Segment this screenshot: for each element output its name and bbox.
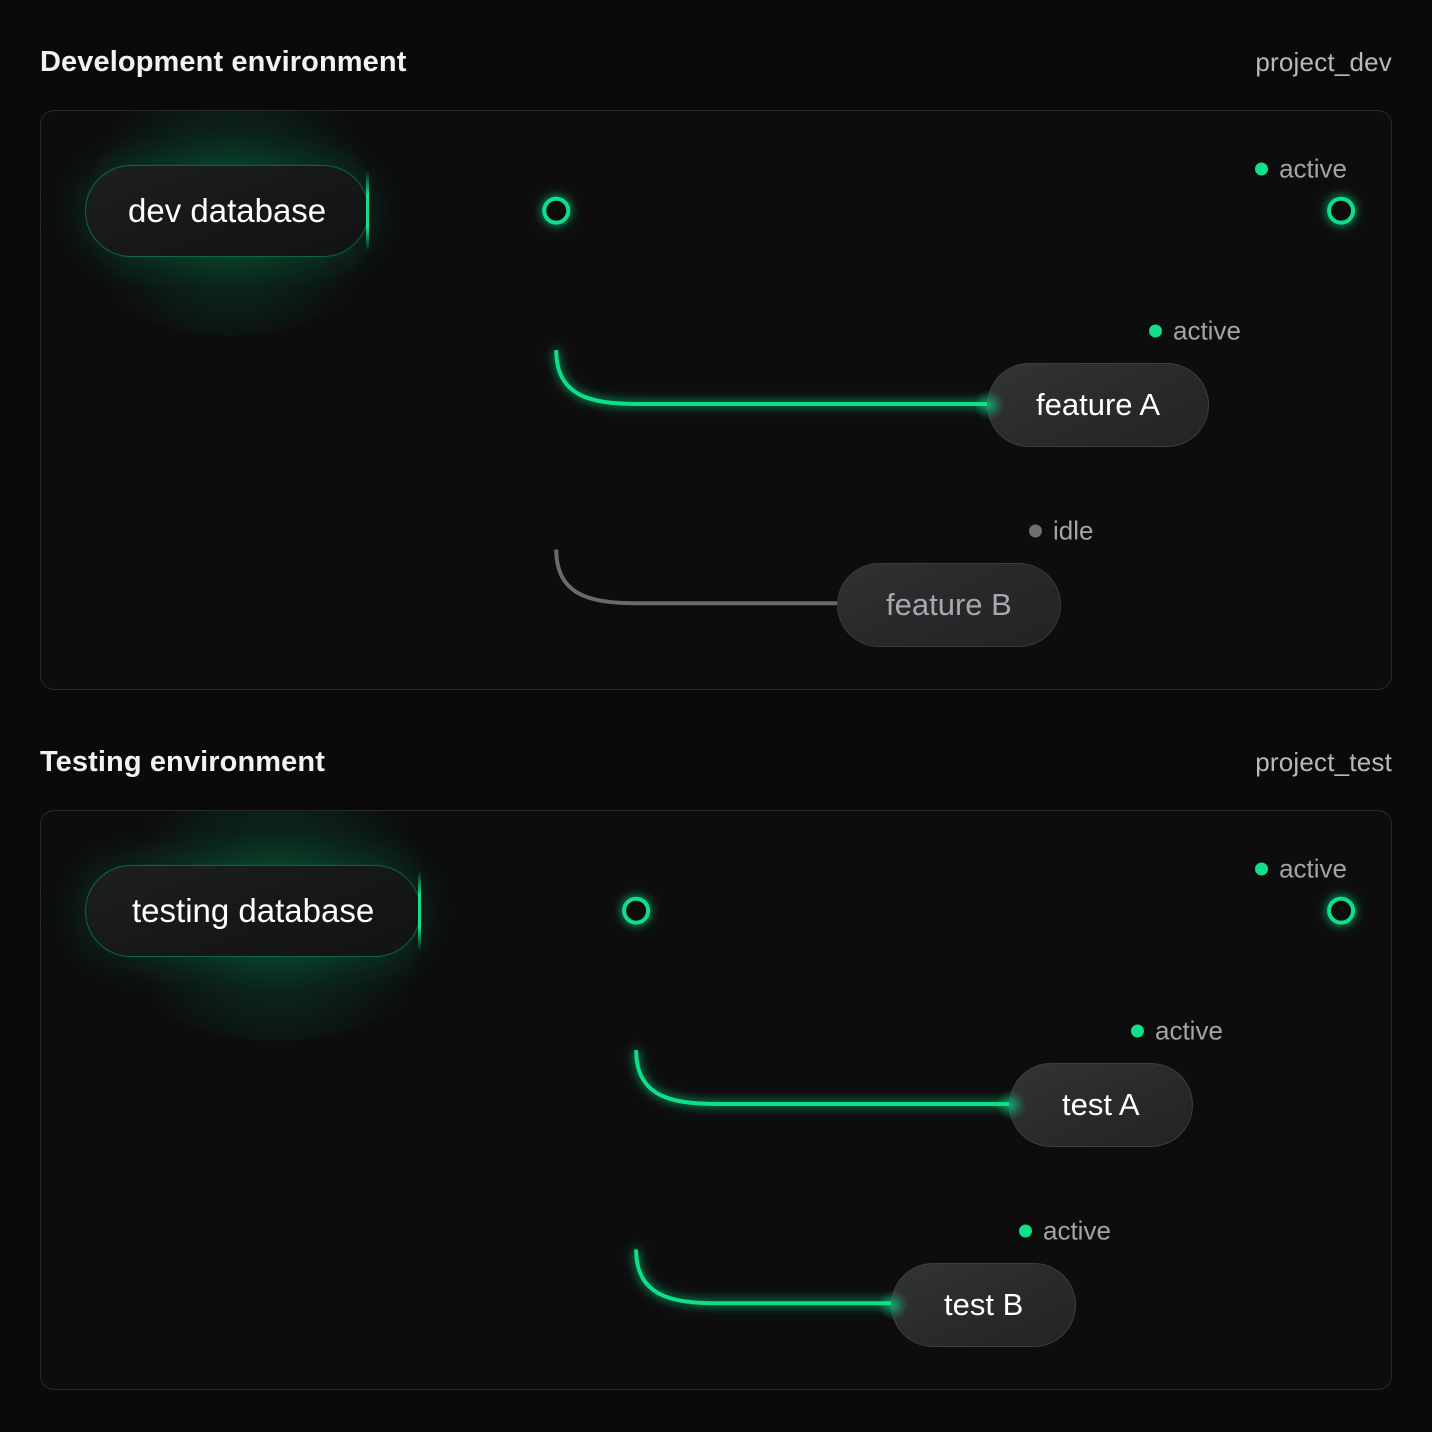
status-label: active [1043,1215,1111,1246]
status-badge-test-b: active [1019,1216,1111,1247]
node-testing-database[interactable]: testing database [85,865,422,957]
node-label: test A [1062,1087,1140,1122]
page-title: Testing environment [40,746,325,778]
status-dot-icon [1029,524,1042,538]
status-label: idle [1053,515,1094,546]
status-dot-icon [1019,1224,1032,1238]
status-dot-icon [1255,162,1269,176]
status-dot-icon [1255,862,1269,876]
status-badge-test-a: active [1131,1016,1223,1047]
junction-node [542,196,571,225]
status-label: active [1279,153,1347,184]
page-title: Development environment [40,46,407,78]
project-label: project_test [1255,747,1392,777]
connection-edges-development [384,196,1356,606]
node-feature-b[interactable]: feature B [837,563,1061,647]
section-header-testing: Testing environment project_test [40,746,1392,779]
status-badge-feature-a: active [1149,316,1241,347]
node-feature-a[interactable]: feature A [973,363,1210,447]
status-dot-icon [1149,324,1162,338]
node-label: feature B [886,587,1012,622]
project-label: project_dev [1255,47,1392,77]
panel-testing: testing database active active test A ac… [40,810,1392,1390]
status-label: active [1173,315,1241,346]
node-label: dev database [128,192,327,229]
node-test-a[interactable]: test A [996,1063,1193,1147]
node-label: feature A [1036,387,1161,422]
panel-development: dev database active active feature A idl… [40,110,1392,690]
status-label: active [1155,1015,1223,1046]
status-dot-icon [1131,1024,1144,1038]
status-badge-feature-b: idle [1029,516,1093,547]
endpoint-node [1327,196,1356,225]
status-badge-endpoint: active [1255,854,1347,885]
node-test-b[interactable]: test B [877,1263,1077,1347]
node-label: testing database [132,892,375,929]
junction-node [622,896,651,925]
connection-edges-testing [476,896,1356,1306]
status-badge-endpoint: active [1255,154,1347,185]
section-header-development: Development environment project_dev [40,46,1392,79]
node-dev-database[interactable]: dev database [85,165,370,257]
node-label: test B [944,1287,1024,1322]
endpoint-node [1327,896,1356,925]
status-label: active [1279,853,1347,884]
